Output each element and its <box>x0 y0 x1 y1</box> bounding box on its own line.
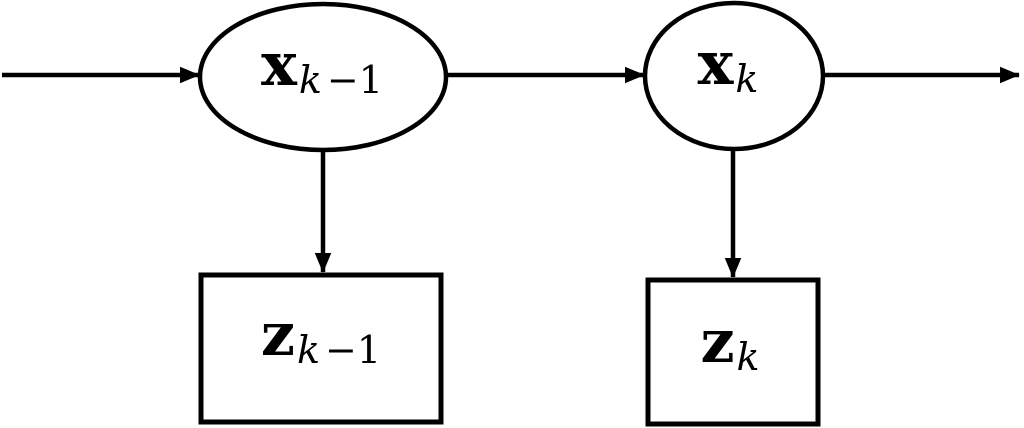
label-meas-curr-base: z <box>700 307 734 377</box>
label-state-curr-subscript: k <box>735 57 758 101</box>
label-state-prev-base: x <box>261 30 298 100</box>
label-state-prev-subscript-tail: −1 <box>327 58 383 102</box>
label-meas-prev-subscript-tail: −1 <box>325 328 381 372</box>
node-meas-prev <box>198 272 444 425</box>
label-meas-prev-base: z <box>261 300 295 370</box>
label-state-prev: xk−1 <box>261 30 383 102</box>
label-meas-curr: zk <box>700 307 759 379</box>
label-state-curr-base: x <box>698 29 735 99</box>
label-meas-prev: zk−1 <box>261 300 381 372</box>
label-meas-prev-subscript: k <box>297 328 320 372</box>
node-meas-curr <box>645 277 821 427</box>
label-state-prev-subscript: k <box>299 58 322 102</box>
node-state-curr <box>642 0 826 152</box>
label-state-curr: xk <box>698 29 759 101</box>
label-meas-curr-subscript: k <box>737 335 760 379</box>
node-state-prev <box>197 1 449 153</box>
